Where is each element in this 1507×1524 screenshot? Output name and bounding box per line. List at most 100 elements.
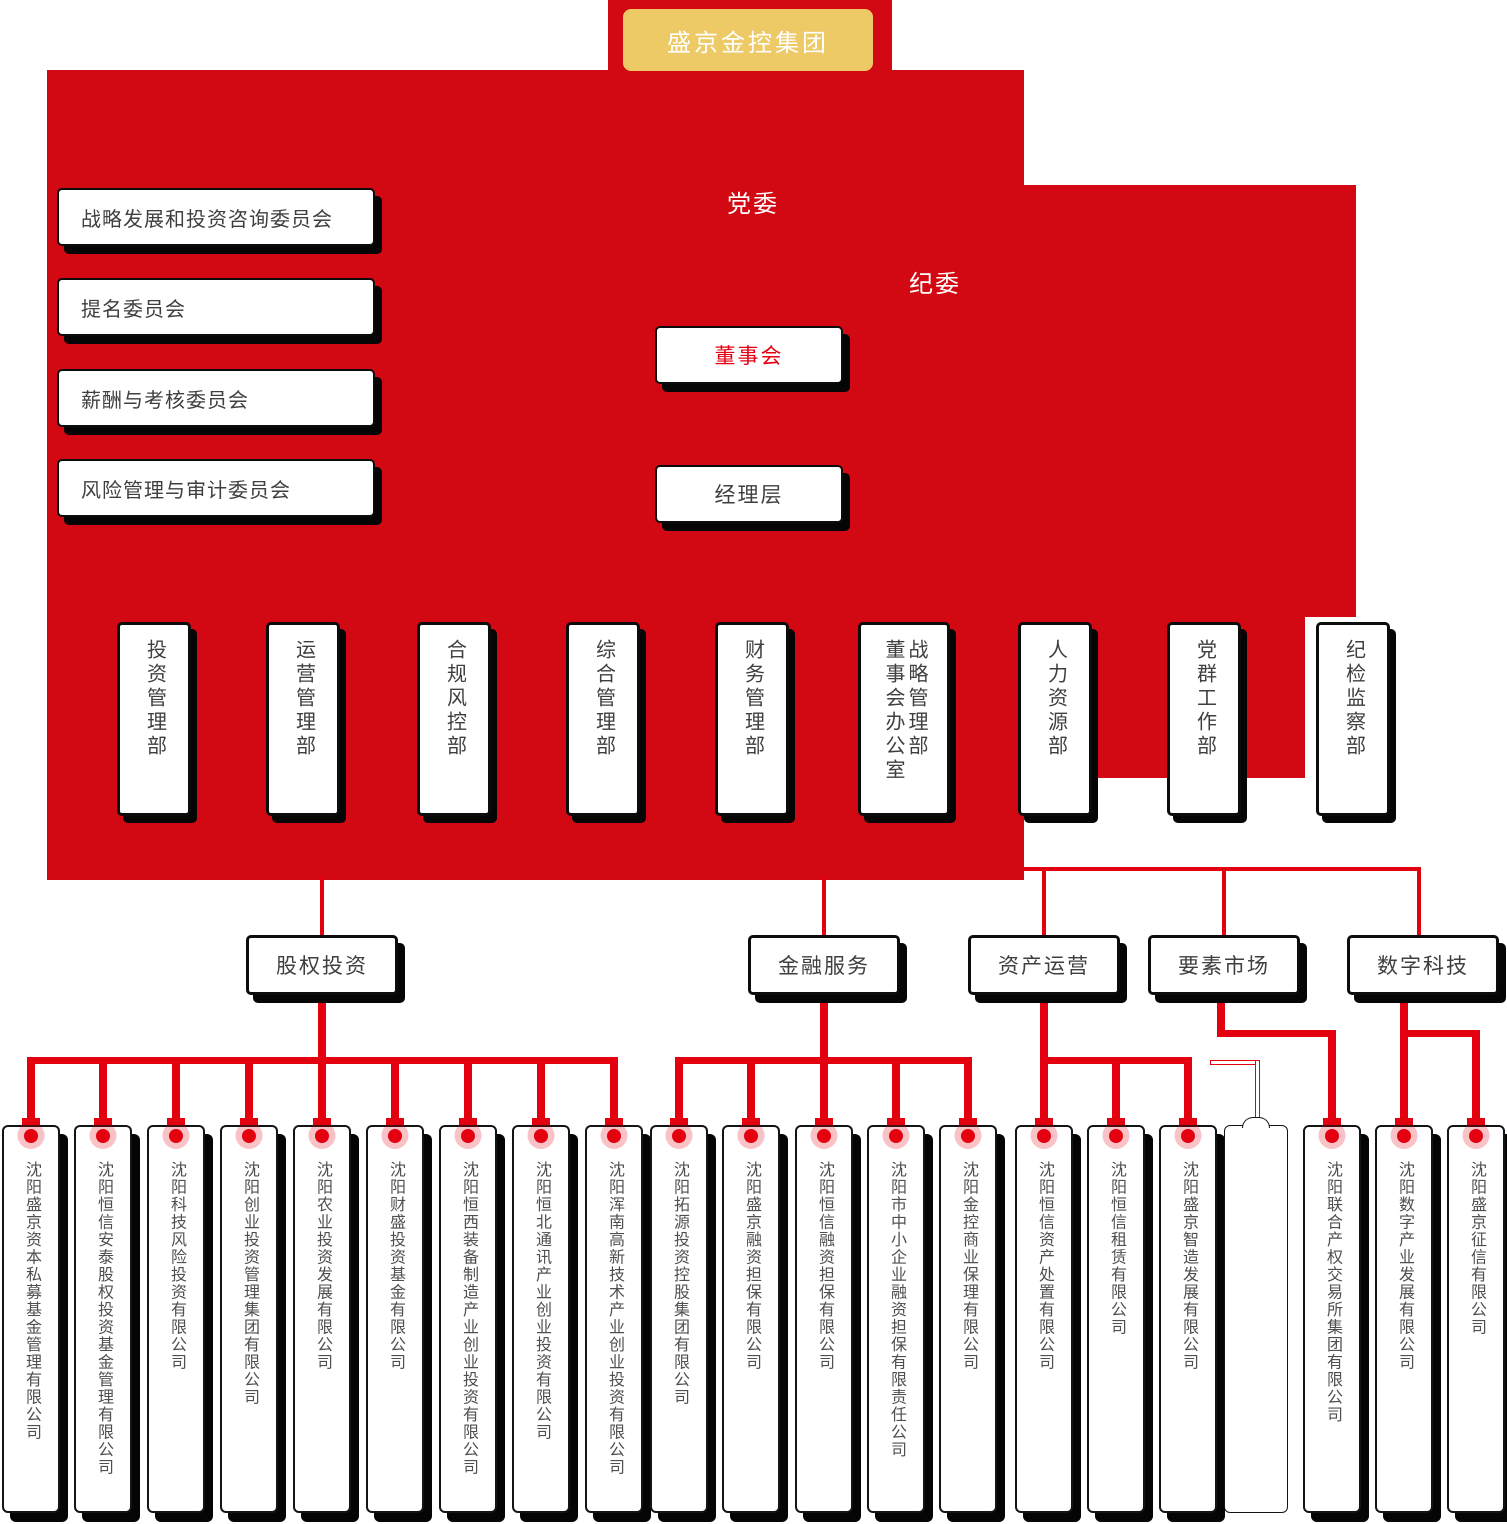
dept-box-party-mass-work: 党群工作部	[1167, 622, 1241, 816]
dept-box-strategy-board-office: 战略管理部 董事会办公室	[858, 622, 950, 816]
connector-equity-top	[320, 876, 324, 937]
company-name: 沈阳盛京资本私募基金管理有限公司	[23, 1161, 40, 1441]
company-box: 沈阳恒信租赁有限公司	[1087, 1125, 1145, 1513]
company-box: 沈阳财盛投资基金有限公司	[366, 1125, 424, 1513]
company-box: 沈阳创业投资管理集团有限公司	[220, 1125, 278, 1513]
company-name: 沈阳恒信融资担保有限公司	[816, 1161, 833, 1371]
board-box: 董事会	[655, 326, 843, 384]
dept-box-discipline-inspection: 纪检监察部	[1316, 622, 1390, 816]
dept-box-investment-mgmt: 投资管理部	[117, 622, 191, 816]
connector-empty-box-vertical	[1255, 1060, 1260, 1122]
dept-label: 合规风控部	[443, 639, 466, 759]
red-block-right-upper	[1024, 185, 1356, 617]
company-name: 沈阳盛京征信有限公司	[1468, 1161, 1485, 1336]
dept-label: 财务管理部	[741, 639, 764, 759]
dept-box-human-resources: 人力资源部	[1018, 622, 1092, 816]
committee-box-strategy: 战略发展和投资咨询委员会	[57, 188, 375, 246]
company-name: 沈阳市中小企业融资担保有限责任公司	[888, 1161, 905, 1459]
group-title: 盛京金控集团	[623, 9, 873, 71]
dept-box-operations-mgmt: 运营管理部	[266, 622, 340, 816]
connector-digital-top	[1417, 867, 1421, 937]
company-box: 沈阳恒信安泰股权投资基金管理有限公司	[74, 1125, 132, 1513]
segment-label: 资产运营	[998, 955, 1090, 978]
empty-box-top-notch	[1242, 1117, 1270, 1128]
company-box-empty	[1224, 1117, 1288, 1513]
company-box: 沈阳数字产业发展有限公司	[1375, 1125, 1433, 1513]
company-name: 沈阳农业投资发展有限公司	[314, 1161, 331, 1371]
committee-box-nomination: 提名委员会	[57, 278, 375, 336]
committee-label: 风险管理与审计委员会	[81, 479, 291, 502]
company-name: 沈阳科技风险投资有限公司	[168, 1161, 185, 1371]
company-name: 沈阳数字产业发展有限公司	[1396, 1161, 1413, 1371]
company-stub	[22, 1057, 40, 1127]
company-name: 沈阳盛京智造发展有限公司	[1180, 1161, 1197, 1371]
committee-box-remuneration: 薪酬与考核委员会	[57, 369, 375, 427]
company-name: 沈阳拓源投资控股集团有限公司	[671, 1161, 688, 1406]
company-stub	[670, 1057, 688, 1127]
company-name: 沈阳金控商业保理有限公司	[960, 1161, 977, 1371]
company-stub	[1395, 1057, 1413, 1127]
company-box: 沈阳盛京融资担保有限公司	[722, 1125, 780, 1513]
segment-box-digital-technology: 数字科技	[1347, 935, 1499, 995]
company-stub	[1323, 1057, 1341, 1127]
segment-box-asset-operation: 资产运营	[968, 935, 1120, 995]
company-stub	[167, 1057, 185, 1127]
company-stub	[887, 1057, 905, 1127]
company-name: 沈阳联合产权交易所集团有限公司	[1324, 1161, 1341, 1424]
segment-label: 数字科技	[1377, 955, 1469, 978]
company-stub	[459, 1057, 477, 1127]
company-name: 沈阳财盛投资基金有限公司	[387, 1161, 404, 1371]
segment-box-equity-investment: 股权投资	[246, 935, 398, 995]
committee-box-risk-audit: 风险管理与审计委员会	[57, 459, 375, 517]
connector-factor-top	[1222, 867, 1226, 937]
company-name: 沈阳恒西装备制造产业创业投资有限公司	[460, 1161, 477, 1476]
segment-label: 股权投资	[276, 955, 368, 978]
management-box: 经理层	[655, 465, 843, 523]
company-box: 沈阳恒信资产处置有限公司	[1015, 1125, 1073, 1513]
company-box: 沈阳恒信融资担保有限公司	[795, 1125, 853, 1513]
company-box: 沈阳盛京资本私募基金管理有限公司	[2, 1125, 60, 1513]
segment-label: 要素市场	[1178, 955, 1270, 978]
company-box: 沈阳恒西装备制造产业创业投资有限公司	[439, 1125, 497, 1513]
committee-label: 提名委员会	[81, 298, 186, 321]
company-stub	[386, 1057, 404, 1127]
company-box: 沈阳科技风险投资有限公司	[147, 1125, 205, 1513]
group-title-text: 盛京金控集团	[667, 29, 829, 57]
company-name: 沈阳浑南高新技术产业创业投资有限公司	[606, 1161, 623, 1476]
company-box: 沈阳联合产权交易所集团有限公司	[1303, 1125, 1361, 1513]
company-name: 沈阳恒信资产处置有限公司	[1036, 1161, 1053, 1371]
dept-label: 综合管理部	[592, 639, 615, 759]
party-committee-label: 党委	[727, 191, 779, 218]
committee-label: 薪酬与考核委员会	[81, 389, 249, 412]
connector-factor-stem	[1217, 993, 1225, 1037]
company-stub	[1179, 1057, 1197, 1127]
company-stub	[313, 1057, 331, 1127]
dept-box-compliance-risk: 合规风控部	[417, 622, 491, 816]
discipline-committee-label: 纪委	[909, 271, 961, 298]
dept-label: 人力资源部	[1044, 639, 1067, 759]
company-stub	[1107, 1057, 1125, 1127]
company-box: 沈阳农业投资发展有限公司	[293, 1125, 351, 1513]
connector-empty-box-horizontal	[1210, 1060, 1259, 1065]
company-name: 沈阳恒信安泰股权投资基金管理有限公司	[95, 1161, 112, 1476]
management-label: 经理层	[714, 484, 784, 507]
connector-finance-top	[822, 876, 826, 937]
company-box: 沈阳拓源投资控股集团有限公司	[650, 1125, 708, 1513]
company-stub	[240, 1057, 258, 1127]
segment-box-factor-market: 要素市场	[1148, 935, 1300, 995]
company-stub	[959, 1057, 977, 1127]
company-stub	[1467, 1057, 1485, 1127]
segment-label: 金融服务	[778, 955, 870, 978]
company-stub	[1035, 1057, 1053, 1127]
connector-asset-top	[1042, 867, 1046, 937]
company-stub	[815, 1057, 833, 1127]
board-label: 董事会	[714, 345, 784, 368]
company-box: 沈阳金控商业保理有限公司	[939, 1125, 997, 1513]
dept-label: 党群工作部	[1193, 639, 1216, 759]
connector-digital-rail	[1400, 1030, 1480, 1037]
company-stub	[532, 1057, 550, 1127]
dept-box-general-mgmt: 综合管理部	[566, 622, 640, 816]
segment-box-financial-services: 金融服务	[748, 935, 900, 995]
company-box: 沈阳浑南高新技术产业创业投资有限公司	[585, 1125, 643, 1513]
